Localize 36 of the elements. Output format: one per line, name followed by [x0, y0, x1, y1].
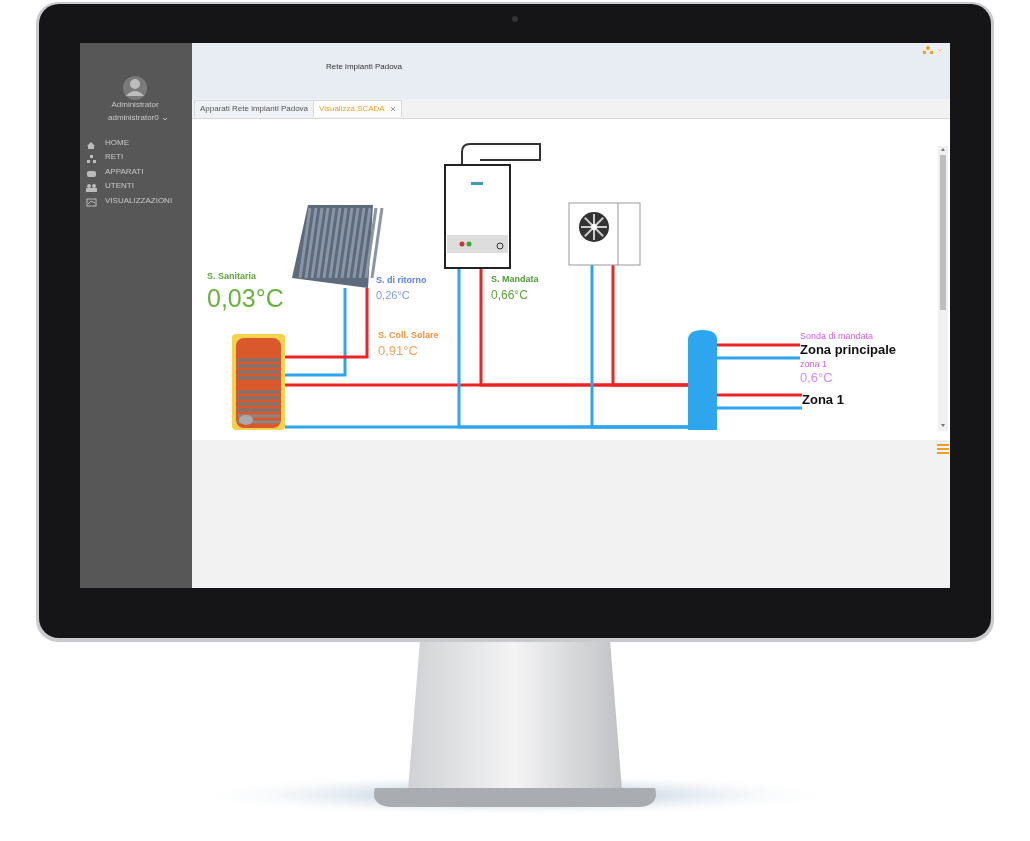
menu-item: APPARATI: [105, 168, 144, 177]
pipe: [611, 265, 688, 387]
pipe: [285, 288, 347, 377]
temperature-reading: 0,66°C: [491, 289, 528, 303]
user-account: administrator0: [108, 114, 159, 123]
user-name: Administrator: [111, 101, 159, 110]
menu-item: VISUALIZZAZIONI: [105, 197, 173, 206]
tab: Apparati Rete impianti Padova: [194, 100, 315, 117]
pipe: [717, 356, 800, 360]
menu-item: RETI: [105, 153, 124, 162]
solar-collector-drawing: [292, 205, 384, 288]
boiler-drawing: [444, 143, 541, 269]
sensor-name: zona 1: [800, 360, 828, 370]
app-subtitle: Rete impianti Padova: [326, 63, 403, 72]
heat-pump-drawing: [568, 202, 641, 266]
zone-name: Zona 1: [802, 393, 844, 408]
sensor-name: S. Sanitaria: [207, 272, 257, 282]
sensor-name: S. di ritorno: [376, 276, 427, 286]
sensor-name: Sonda di mandata: [800, 332, 874, 342]
temperature-reading: 0,03°C: [207, 285, 284, 313]
sensor-name: S. Mandata: [491, 275, 539, 285]
zone-name: Zona principale: [800, 343, 897, 358]
tab: Visualizza SCADA: [313, 100, 402, 117]
pipe: [590, 265, 688, 429]
pipe: [717, 343, 800, 347]
sensor-name: S. Coll. Solare: [378, 331, 439, 341]
temperature-reading: 0,6°C: [800, 371, 833, 386]
pipe: [285, 288, 369, 359]
pipe: [717, 406, 802, 410]
temperature-reading: 0,91°C: [378, 344, 418, 359]
pipe: [717, 393, 802, 397]
hydraulic-separator: [688, 330, 717, 430]
temperature-reading: 0,26°C: [376, 289, 410, 302]
water-tank-drawing: [232, 334, 285, 430]
menu-item: UTENTI: [105, 182, 134, 191]
menu-item: HOME: [105, 139, 129, 148]
